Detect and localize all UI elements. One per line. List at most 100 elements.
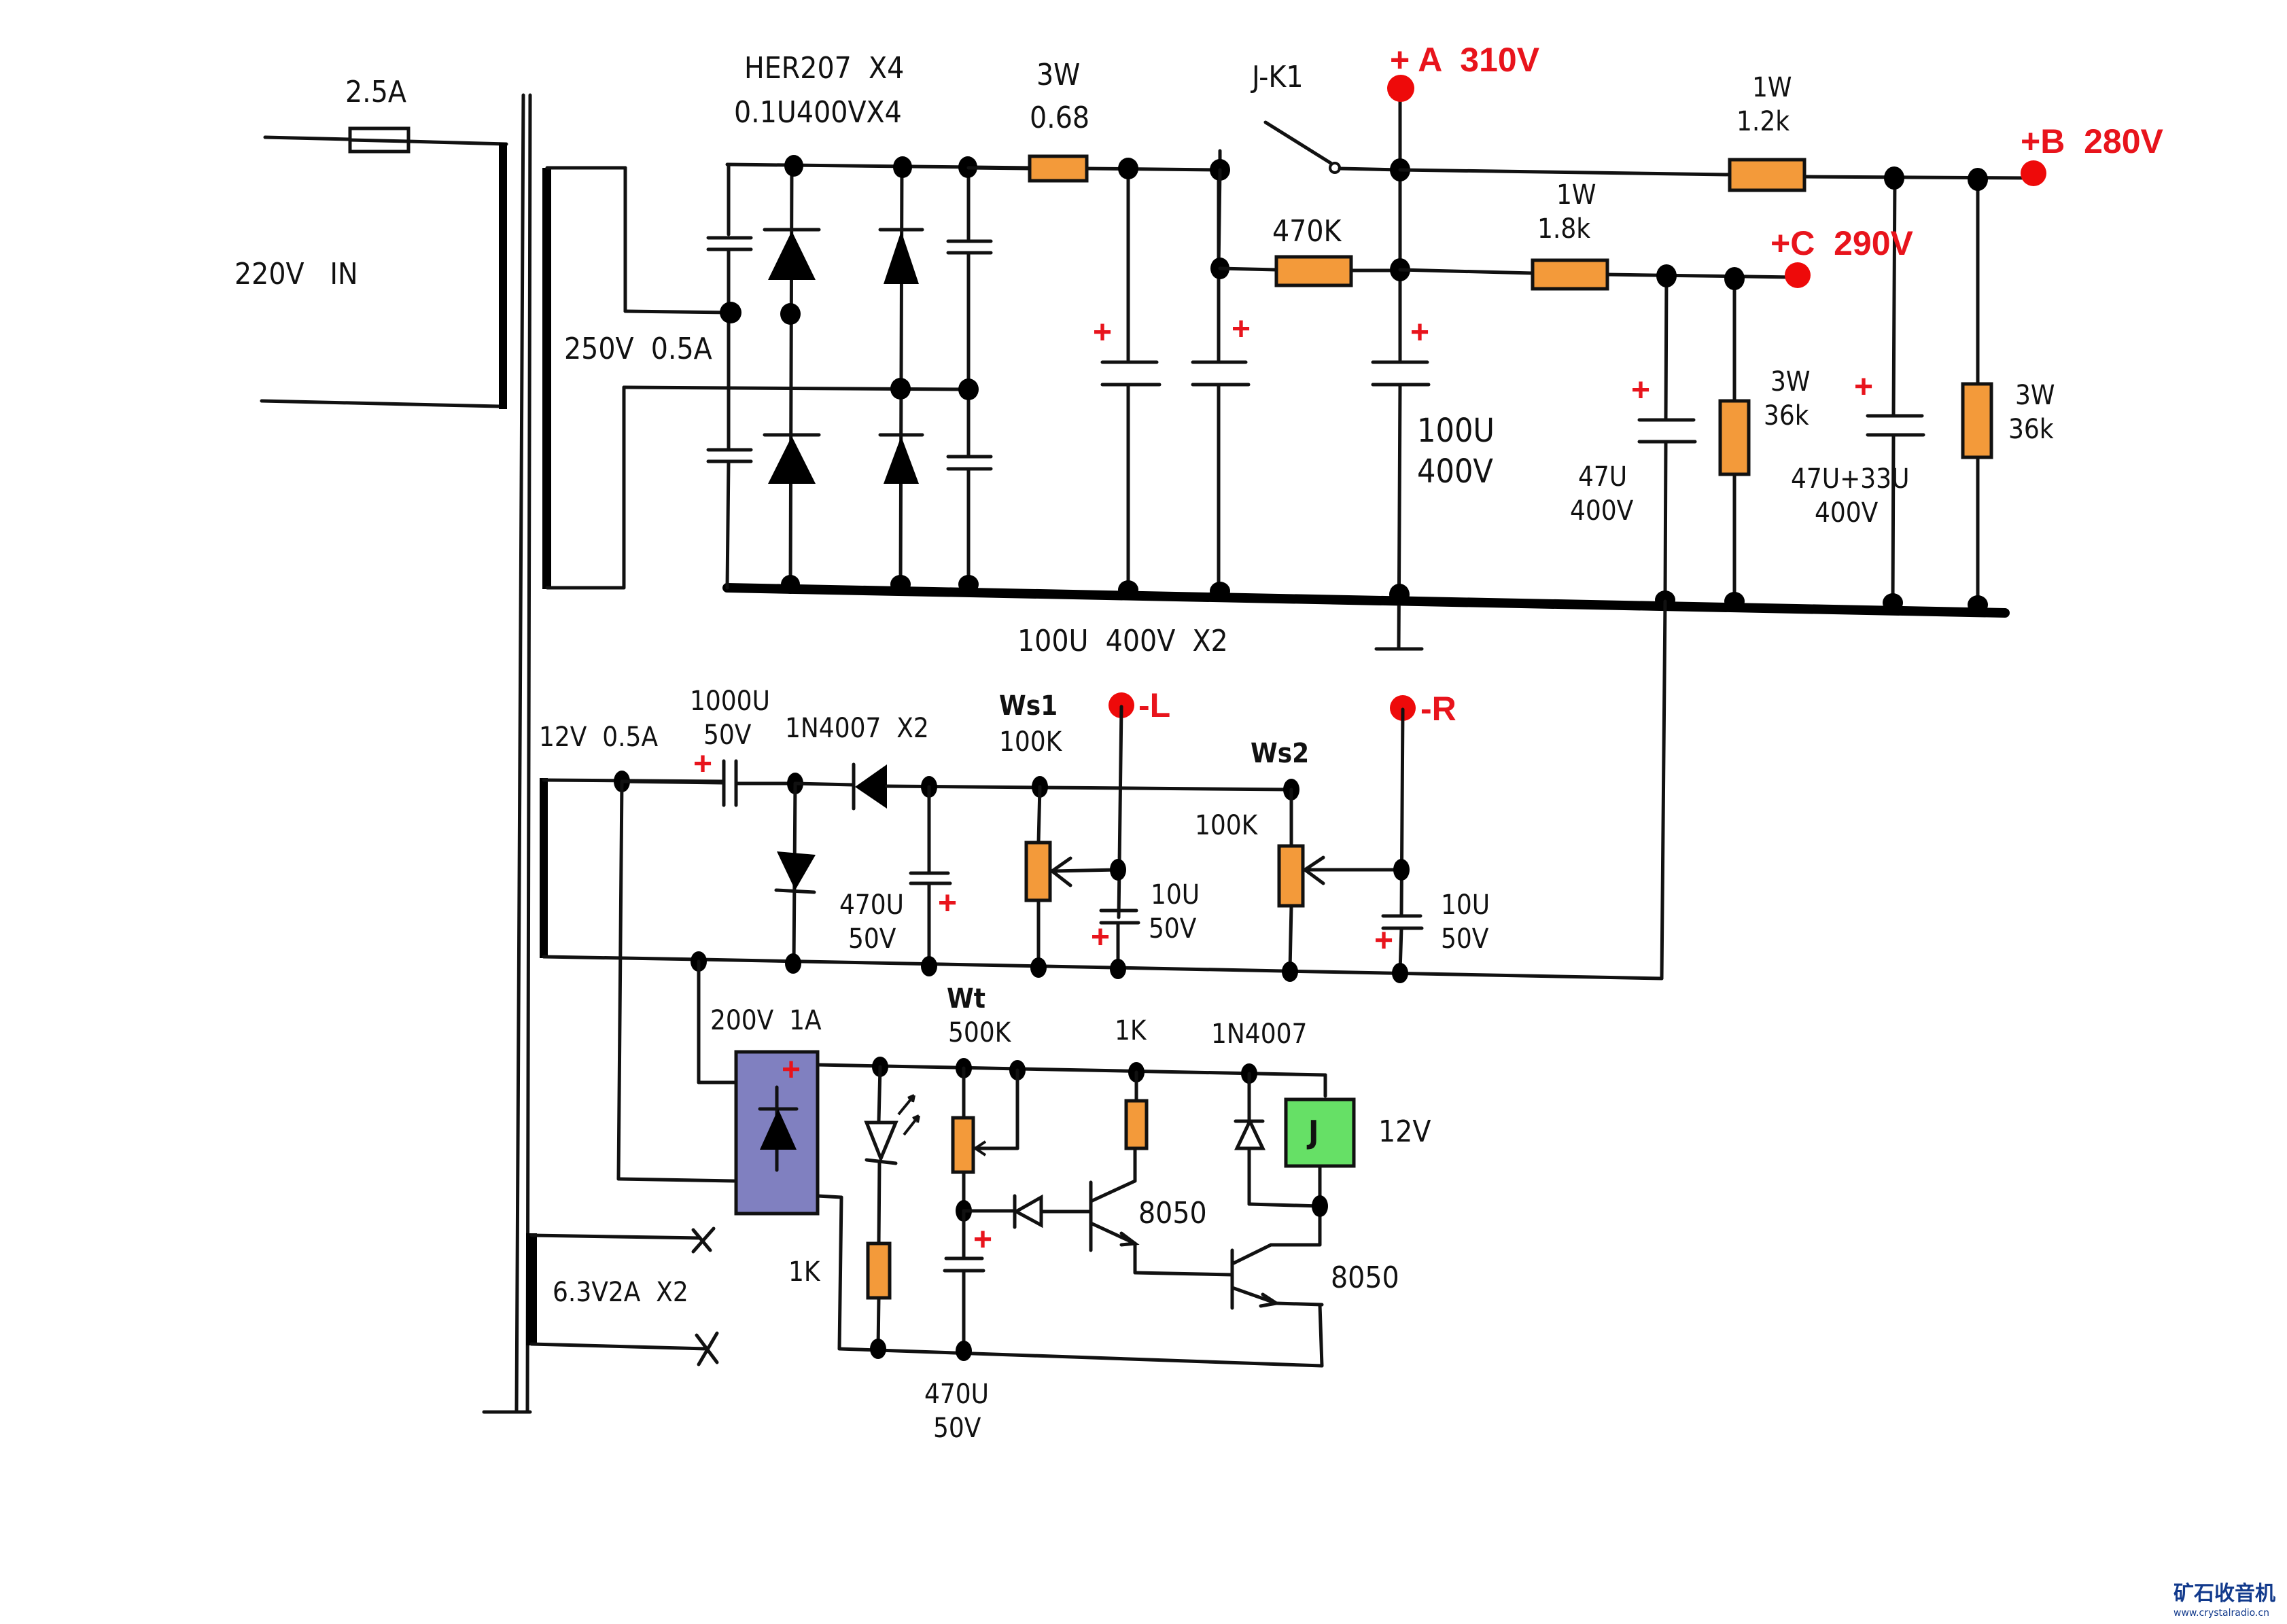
cap-polarity: + — [1410, 315, 1429, 351]
diode-d2 — [768, 436, 816, 484]
rail-c: 1W 1.8k + 47U 400V 3W 36k +C 290V — [1398, 179, 1914, 981]
resistor-470k — [1274, 255, 1353, 287]
collector-resistor-label: 1K — [1115, 1015, 1147, 1046]
transistor2-label: 8050 — [1331, 1260, 1399, 1295]
coupling-cap-value: 1000U — [690, 686, 770, 717]
relay-contact: J-K1 — [1250, 60, 1402, 174]
test-point-b[interactable] — [2021, 160, 2046, 186]
resistor-1k8-value: 1.8k — [1537, 213, 1590, 245]
node-a: + + A 310V 100U 400V — [1371, 41, 1540, 651]
bleeder-c-power: 3W — [1770, 366, 1810, 398]
reservoir-stage: 3W 0.68 + + 100U 400V X2 — [966, 58, 1251, 658]
relay-voltage-label: 12V — [1378, 1114, 1431, 1149]
bias-diode-shunt — [777, 851, 816, 890]
flyback-diode-label: 1N4007 — [1211, 1019, 1307, 1050]
bias-supply: 12V 0.5A + 1000U 50V 1N4007 X2 + 470U 50 — [539, 686, 1664, 1183]
transformer-core — [482, 93, 532, 1414]
bridge-plus: + — [782, 1052, 801, 1088]
reservoir-cap-label: 100U 400V X2 — [1017, 624, 1228, 658]
cap-polarity: + — [693, 746, 712, 782]
test-point-r-label: -R — [1420, 690, 1456, 728]
hv-secondary-label: 250V 0.5A — [564, 332, 712, 366]
hv-winding — [542, 168, 551, 589]
hv-secondary: 250V 0.5A — [542, 166, 971, 590]
bias-diode-label: 1N4007 X2 — [785, 713, 929, 744]
mains-input-label: 220V IN — [234, 257, 358, 292]
cap-polarity: + — [1854, 369, 1873, 405]
cap-r-voltage: 50V — [1441, 923, 1489, 955]
potentiometer-ws2[interactable] — [1277, 844, 1305, 908]
mains-input: 2.5A 220V IN — [234, 75, 508, 409]
bleeder-b-power: 3W — [2015, 380, 2055, 411]
heater-winding — [526, 1233, 537, 1345]
bleed-branch: 470K — [1210, 168, 1403, 287]
transistor1-label: 8050 — [1138, 1196, 1207, 1231]
main-cap-value: 100U — [1417, 412, 1495, 450]
relay-coil-label: J — [1306, 1114, 1319, 1150]
fuse-label: 2.5A — [345, 75, 406, 109]
snubber-cap-label: 0.1U400VX4 — [734, 95, 902, 130]
heater-terminal-2 — [695, 1331, 719, 1366]
delay-circuit: + 200V 1A 1K Wt 500K — [697, 959, 1431, 1444]
base-diode — [1012, 1194, 1043, 1229]
hv-bridge-rectifier: HER207 X4 0.1U400VX4 — [706, 51, 2010, 618]
cap-polarity: + — [1093, 315, 1112, 351]
bias-winding — [540, 778, 548, 958]
potentiometer-ws1[interactable] — [1024, 841, 1052, 902]
bleeder-b-value: 36k — [2008, 414, 2054, 445]
led-resistor-label: 1K — [788, 1256, 821, 1288]
diode-d1 — [768, 231, 816, 280]
ws2-value: 100K — [1195, 810, 1259, 841]
led — [864, 1120, 898, 1163]
ws1-name: Ws1 — [999, 690, 1058, 722]
bias-diode-series — [855, 764, 887, 809]
test-point-a[interactable] — [1387, 75, 1414, 102]
test-point-c[interactable] — [1785, 262, 1811, 288]
resistor-36k-c — [1718, 399, 1751, 476]
cap-r-value: 10U — [1441, 889, 1490, 921]
test-point-b-label: +B 280V — [2021, 122, 2164, 160]
bridge-label: 200V 1A — [710, 1005, 822, 1036]
ws2-name: Ws2 — [1251, 738, 1309, 769]
diode-d3 — [884, 231, 919, 284]
resistor-led-1k — [866, 1241, 892, 1300]
diode-d4 — [884, 436, 919, 484]
cap-l-voltage: 50V — [1149, 913, 1197, 945]
resistor-0r68-power: 3W — [1036, 58, 1080, 92]
resistor-470k-label: 470K — [1272, 214, 1342, 249]
flyback-diode — [1234, 1117, 1265, 1150]
test-point-c-label: +C 290V — [1770, 224, 1914, 262]
cap-l-value: 10U — [1151, 879, 1200, 911]
rail-c-cap-value: 47U — [1578, 461, 1627, 493]
cap-polarity: + — [1232, 311, 1251, 347]
resistor-1k2 — [1728, 158, 1806, 192]
timing-cap-value: 470U — [924, 1379, 989, 1410]
resistor-0r68 — [1028, 154, 1089, 183]
ws1-value: 100K — [999, 726, 1063, 758]
cap-polarity: + — [938, 885, 957, 921]
bias-filter-cap-voltage: 50V — [848, 923, 896, 955]
cap-polarity: + — [1631, 372, 1650, 408]
rectifier-diode-label: HER207 X4 — [744, 51, 904, 86]
heater-secondary: 6.3V2A X2 — [526, 1226, 719, 1366]
relay-contact-label: J-K1 — [1250, 60, 1304, 94]
bleeder-c-value: 36k — [1764, 400, 1809, 431]
coupling-cap-voltage: 50V — [703, 720, 752, 751]
wt-name: Wt — [947, 983, 985, 1014]
resistor-36k-b — [1961, 382, 1993, 459]
heater-label: 6.3V2A X2 — [553, 1277, 688, 1308]
ground-bus — [722, 583, 2010, 618]
bias-secondary-label: 12V 0.5A — [539, 722, 658, 753]
rail-b: 1W 1.2k + 47U+33U 400V 3W 36k +B 280V — [1398, 72, 2164, 614]
rail-b-cap-value: 47U+33U — [1791, 463, 1909, 495]
resistor-collector-1k — [1124, 1099, 1149, 1150]
timing-cap-voltage: 50V — [933, 1413, 981, 1444]
rail-b-cap-voltage: 400V — [1815, 497, 1879, 529]
watermark-url: www.crystalradio.cn — [2173, 1608, 2269, 1619]
cap-polarity: + — [973, 1222, 992, 1258]
resistor-1k8-power: 1W — [1556, 179, 1596, 211]
rail-c-cap-voltage: 400V — [1570, 495, 1634, 527]
potentiometer-wt[interactable] — [951, 1116, 975, 1174]
resistor-0r68-value: 0.68 — [1030, 101, 1089, 135]
